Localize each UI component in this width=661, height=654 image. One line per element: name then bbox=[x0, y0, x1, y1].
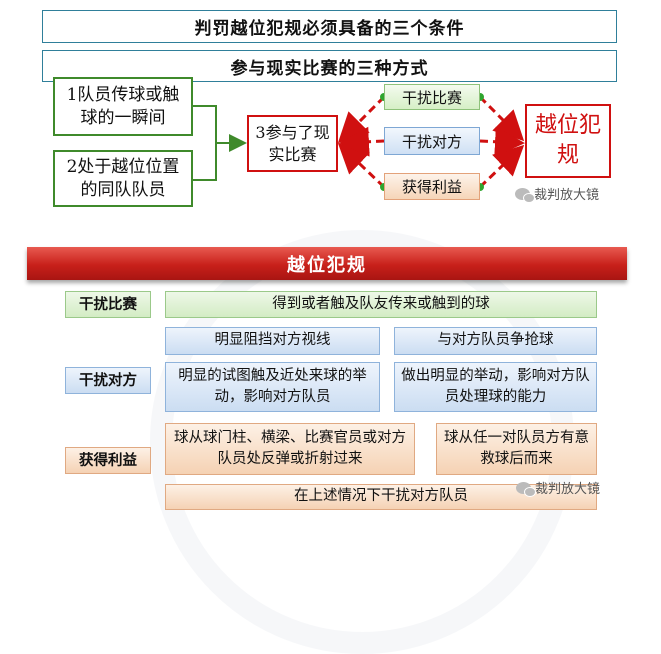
cell-text: 明显的试图触及近处来球的举动，影响对方队员 bbox=[178, 367, 367, 405]
row-label-text: 干扰比赛 bbox=[79, 295, 137, 313]
cell-play-1: 得到或者触及队友传来或触到的球 bbox=[165, 291, 597, 318]
condition-box-2: 2处于越位位置的同队队员 bbox=[53, 150, 193, 207]
table-title-bar: 越位犯规 bbox=[27, 247, 627, 280]
cell-opponent-3: 明显的试图触及近处来球的举动，影响对方队员 bbox=[165, 362, 380, 412]
row-label-text: 干扰对方 bbox=[79, 371, 137, 389]
cell-text: 得到或者触及队友传来或触到的球 bbox=[272, 295, 490, 312]
cell-text: 与对方队员争抢球 bbox=[437, 332, 554, 349]
cell-advantage-1: 球从球门柱、横梁、比赛官员或对方队员处反弹或折射过来 bbox=[165, 423, 415, 475]
row-label-gaining-advantage: 获得利益 bbox=[65, 447, 151, 474]
condition-text: 2处于越位位置的同队队员 bbox=[66, 156, 180, 200]
connector-cond1 bbox=[193, 105, 247, 152]
cell-text: 做出明显的举动，影响对方队员处理球的能力 bbox=[401, 367, 590, 405]
title-banner-conditions: 判罚越位犯规必须具备的三个条件 bbox=[42, 10, 617, 43]
watermark-top: 裁判放大镜 bbox=[515, 184, 599, 203]
connector-cond2 bbox=[193, 143, 217, 181]
cell-text: 球从任一对队员方有意救球后而来 bbox=[444, 429, 589, 467]
result-text: 越位犯规 bbox=[534, 113, 601, 168]
cell-text: 明显阻挡对方视线 bbox=[214, 332, 331, 349]
way-gaining-advantage: 获得利益 bbox=[384, 173, 480, 200]
cell-opponent-1: 明显阻挡对方视线 bbox=[165, 327, 380, 355]
cell-advantage-2: 球从任一对队员方有意救球后而来 bbox=[436, 423, 597, 475]
way-text: 干扰对方 bbox=[401, 132, 462, 151]
cell-text: 在上述情况下干扰对方队员 bbox=[294, 488, 468, 505]
way-interfering-with-play: 干扰比赛 bbox=[384, 84, 480, 110]
row-label-interfering-play: 干扰比赛 bbox=[65, 291, 151, 318]
cell-text: 球从球门柱、横梁、比赛官员或对方队员处反弹或折射过来 bbox=[174, 429, 406, 467]
title-banner-ways: 参与现实比赛的三种方式 bbox=[42, 50, 617, 82]
condition-box-1: 1队员传球或触球的一瞬间 bbox=[53, 77, 193, 136]
cell-opponent-4: 做出明显的举动，影响对方队员处理球的能力 bbox=[394, 362, 597, 412]
banner-text: 参与现实比赛的三种方式 bbox=[230, 58, 429, 79]
row-label-text: 获得利益 bbox=[79, 451, 137, 469]
way-text: 干扰比赛 bbox=[401, 88, 462, 107]
condition-box-3: 3参与了现实比赛 bbox=[247, 115, 338, 172]
table-title: 越位犯规 bbox=[287, 254, 367, 276]
condition-text: 3参与了现实比赛 bbox=[255, 122, 330, 164]
condition-text: 1队员传球或触球的一瞬间 bbox=[66, 84, 180, 128]
wechat-icon bbox=[515, 187, 535, 203]
way-interfering-with-opponent: 干扰对方 bbox=[384, 127, 480, 155]
watermark-text: 裁判放大镜 bbox=[535, 482, 601, 497]
watermark-bottom: 裁判放大镜 bbox=[516, 478, 600, 497]
row-label-interfering-opponent: 干扰对方 bbox=[65, 367, 151, 394]
result-offside-box: 越位犯规 bbox=[525, 104, 611, 178]
wechat-icon bbox=[516, 481, 536, 497]
watermark-text: 裁判放大镜 bbox=[534, 188, 600, 203]
cell-opponent-2: 与对方队员争抢球 bbox=[394, 327, 597, 355]
way-text: 获得利益 bbox=[401, 178, 462, 196]
banner-text: 判罚越位犯规必须具备的三个条件 bbox=[194, 19, 465, 39]
